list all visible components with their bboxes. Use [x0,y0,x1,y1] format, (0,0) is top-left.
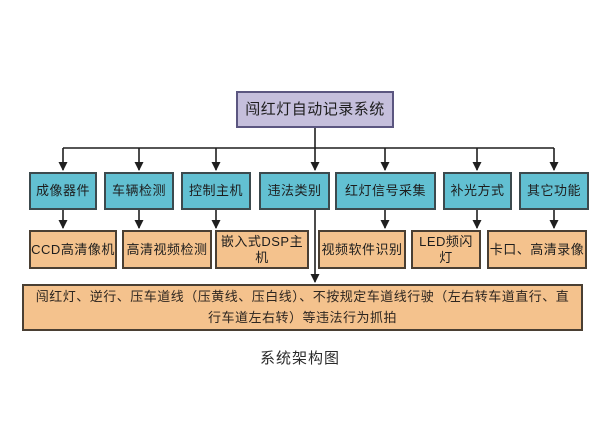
node-other-functions: 其它功能 [519,172,589,210]
node-ccd-hd-camera: CCD高清像机 [29,230,117,269]
diagram-caption: 系统架构图 [259,350,340,367]
node-control-host: 控制主机 [181,172,251,210]
node-red-light-signal-collection: 红灯信号采集 [335,172,436,210]
node-hd-video-detection: 高清视频检测 [122,230,212,269]
node-violation-category: 违法类别 [259,172,330,210]
node-imaging-components: 成像器件 [29,172,97,210]
node-supplementary-light: 补光方式 [443,172,512,210]
node-video-software-recognition: 视频软件识别 [318,230,406,269]
node-vehicle-detection: 车辆检测 [104,172,174,210]
node-checkpoint-hd-recording: 卡口、高清录像 [487,230,587,269]
node-led-strobe-light: LED频闪灯 [411,230,481,269]
node-violation-behaviors-capture: 闯红灯、逆行、压车道线（压黄线、压白线）、不按规定车道线行驶（左右转车道直行、直… [22,284,583,331]
node-embedded-dsp-host: 嵌入式DSP主机 [215,230,309,269]
node-red-light-recording-system: 闯红灯自动记录系统 [236,91,394,128]
